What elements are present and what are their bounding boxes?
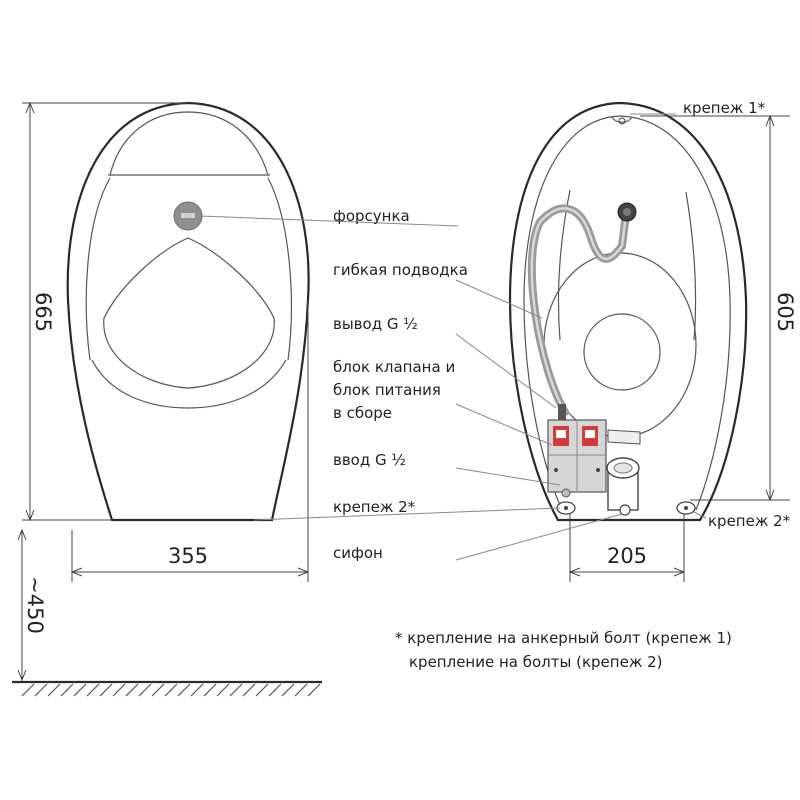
fastener1-bracket (611, 116, 633, 123)
floor-hatch-stroke (294, 683, 308, 697)
floor-hatch-stroke (125, 683, 139, 697)
floor-hatch-stroke (99, 683, 113, 697)
siphon-label: сифон (333, 544, 383, 562)
fastener2-left-label: крепеж 2* (333, 498, 416, 516)
dim-355-text: 355 (168, 544, 208, 568)
nozzle-label: форсунка (333, 207, 410, 225)
front-basin-triangle (103, 237, 275, 389)
floor-hatch-stroke (138, 683, 152, 697)
floor-hatch-stroke (60, 683, 74, 697)
back-view (508, 101, 748, 522)
valve-block-label-line3: в сборе (333, 404, 392, 422)
dim-205-text: 205 (607, 544, 647, 568)
fastener1-label: крепеж 1* (683, 99, 766, 117)
front-bowl-rim (91, 359, 287, 409)
floor-hatch-stroke (151, 683, 165, 697)
dim-605-text: 605 (773, 292, 797, 332)
floor-hatch-stroke (21, 683, 35, 697)
inlet-label: ввод G ½ (333, 451, 406, 469)
floor-hatch-stroke (255, 683, 269, 697)
floor-hatch-stroke (190, 683, 204, 697)
flex-hose-label: гибкая подводка (333, 261, 468, 279)
floor-line (12, 680, 322, 697)
footnote-line2: крепление на болты (крепеж 2) (409, 653, 663, 671)
outlet-label: вывод G ½ (333, 315, 418, 333)
floor-hatch-stroke (47, 683, 61, 697)
footnote-line1: * крепление на анкерный болт (крепеж 1) (395, 629, 732, 647)
fastener2-right-hole (676, 501, 696, 515)
back-dimensions (568, 114, 790, 582)
floor-hatch-stroke (268, 683, 282, 697)
fastener2-right-label: крепеж 2* (708, 512, 791, 530)
siphon (606, 429, 641, 516)
floor-hatch-stroke (216, 683, 230, 697)
back-inner-outline (523, 115, 731, 511)
front-dimensions (17, 101, 310, 682)
floor-hatch-stroke (86, 683, 100, 697)
front-view (66, 101, 310, 522)
valve-block-label-line2: блок питания (333, 381, 441, 399)
floor-hatch-stroke (177, 683, 191, 697)
floor-hatch-stroke (164, 683, 178, 697)
floor-hatch-stroke (229, 683, 243, 697)
back-side-rib-right (685, 191, 697, 341)
floor-hatch-stroke (242, 683, 256, 697)
floor-hatch-stroke (281, 683, 295, 697)
nozzle-slot (181, 213, 195, 218)
flex-hose (527, 204, 630, 416)
leader-lines (199, 113, 707, 561)
front-top-cover (109, 111, 269, 176)
valve-block (547, 404, 607, 498)
floor-hatch-stroke (34, 683, 48, 697)
dim-450-text: ~450 (23, 576, 47, 634)
front-outer-outline (66, 101, 310, 522)
dim-665-text: 665 (31, 292, 55, 332)
fastener1-hole (618, 117, 626, 125)
back-outer-outline (508, 101, 748, 522)
floor-hatch-stroke (112, 683, 126, 697)
valve-block-label-line1: блок клапана и (333, 358, 455, 376)
floor-hatch-stroke (73, 683, 87, 697)
floor-hatch-stroke (203, 683, 217, 697)
front-inner-bowl (85, 177, 292, 361)
floor-hatch-stroke (307, 683, 321, 697)
drain-opening (583, 313, 661, 391)
